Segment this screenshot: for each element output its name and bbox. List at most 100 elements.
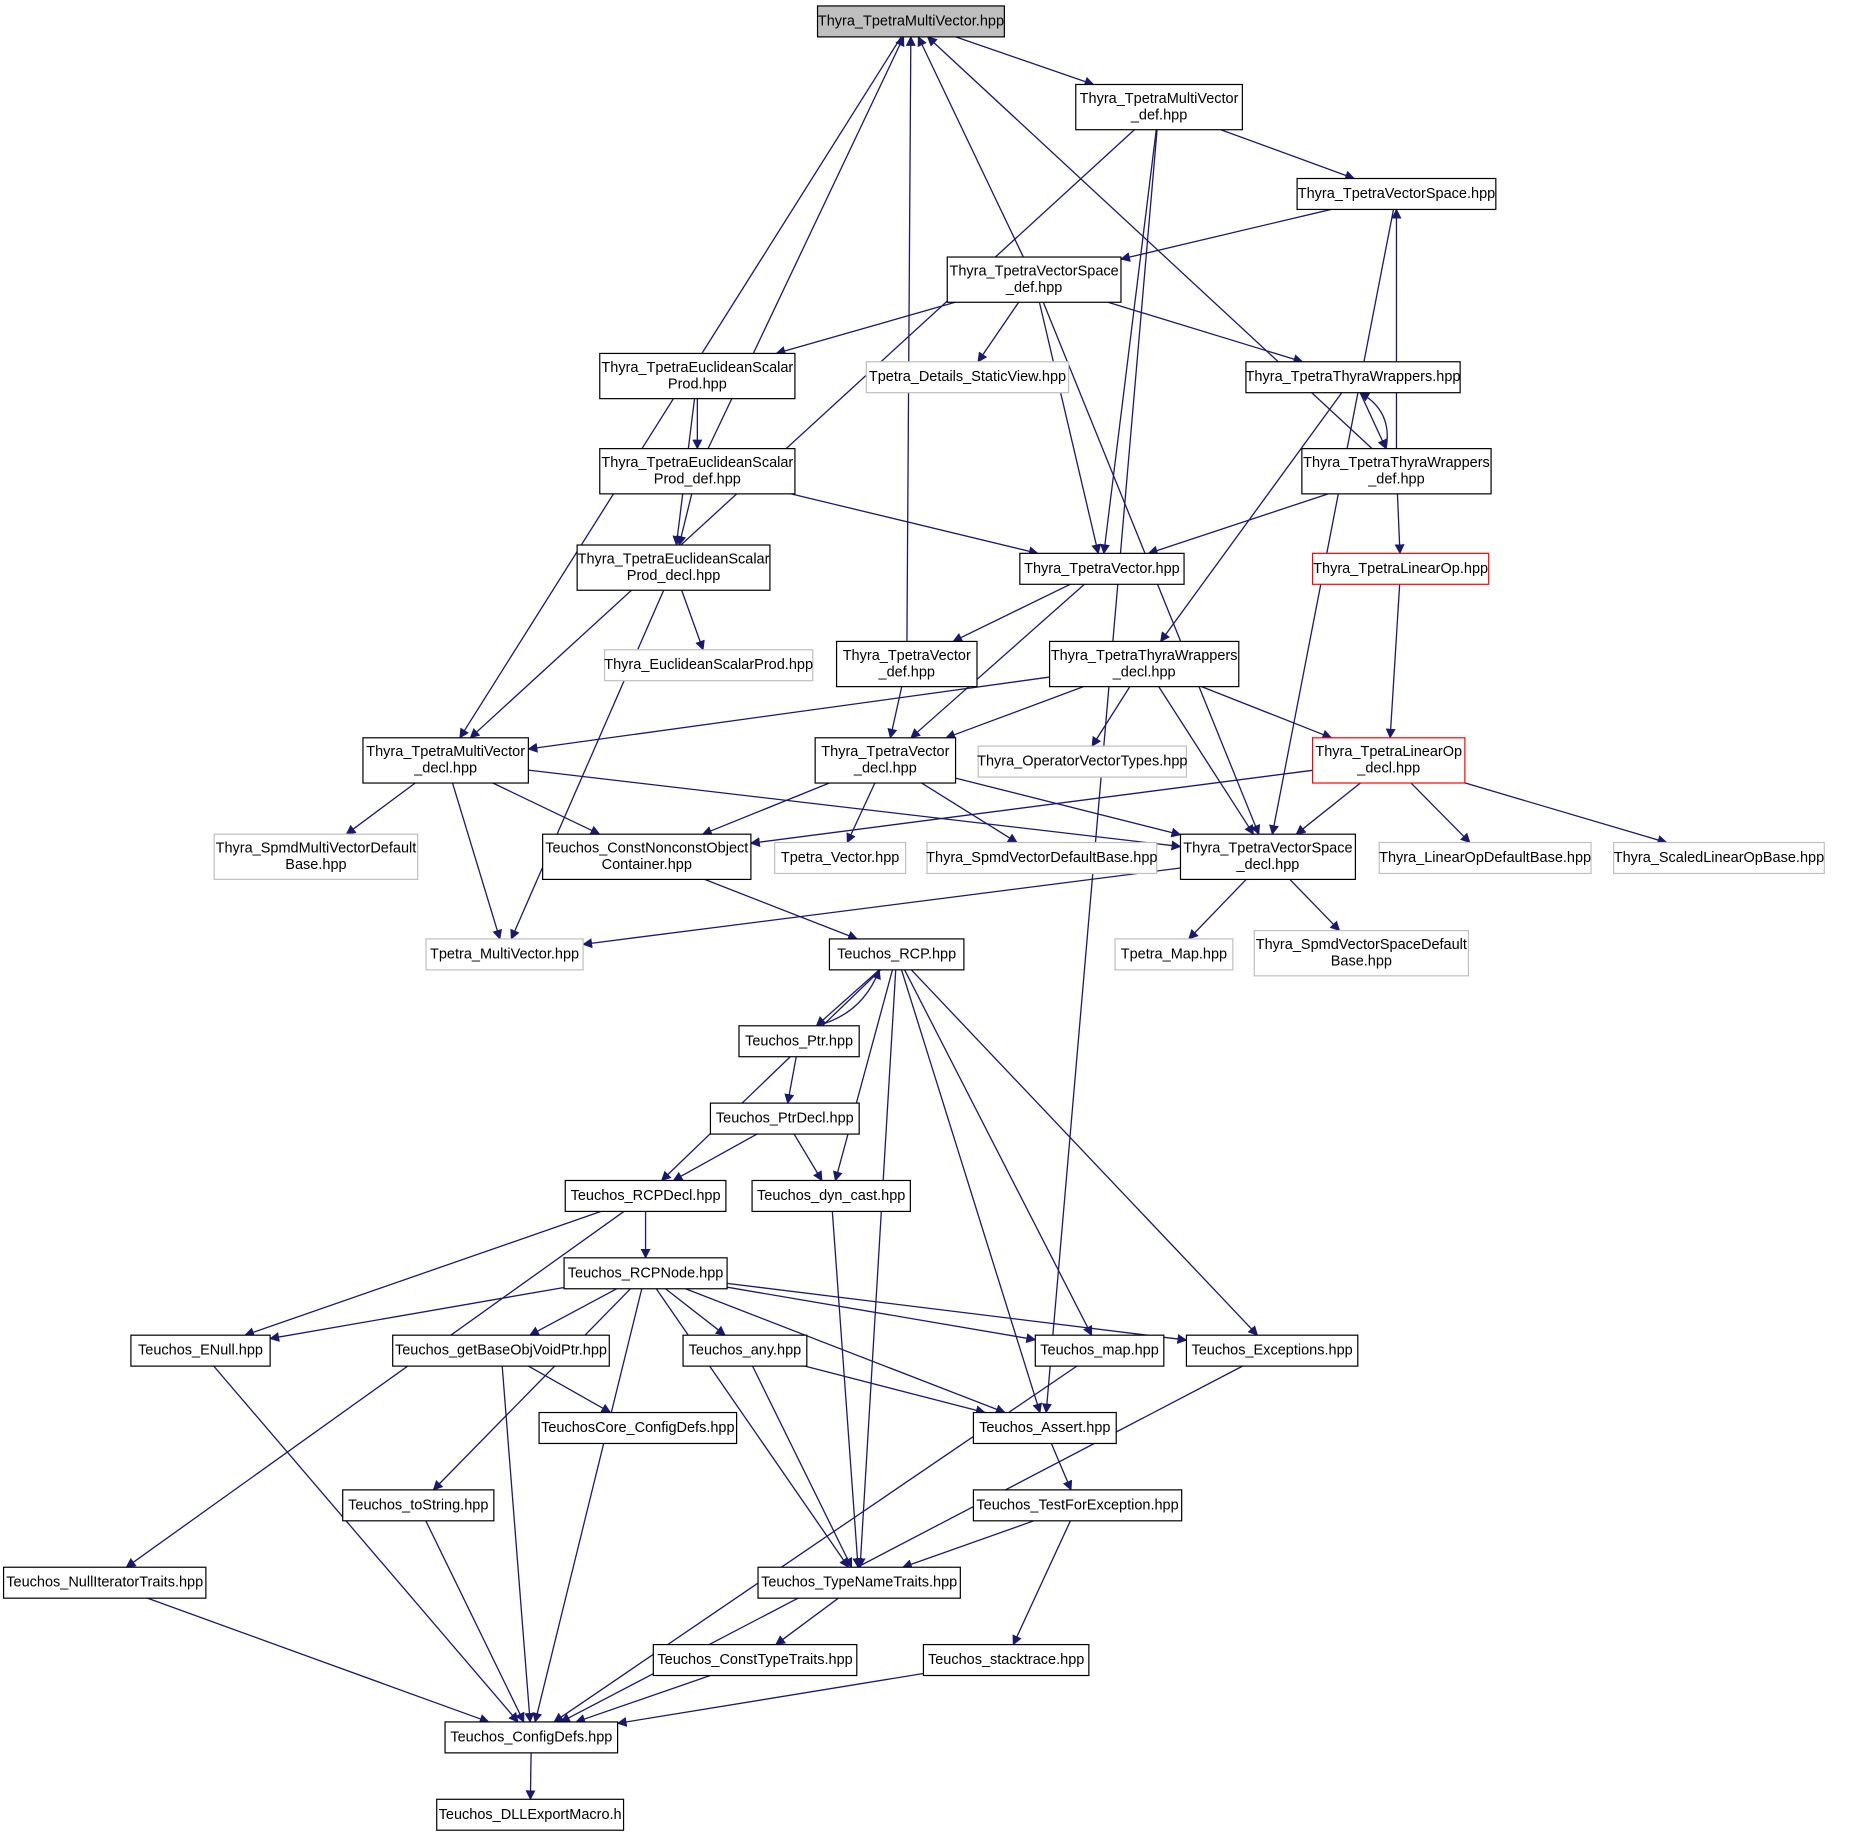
edge-ptrdecl-to-dyncast	[793, 1133, 823, 1182]
node-tccd[interactable]: TeuchosCore_ConfigDefs.hpp	[538, 1411, 738, 1445]
edge-rcpnode-to-cd	[532, 1288, 643, 1723]
node-tv-decl[interactable]: Thyra_TpetraVector_decl.hpp	[814, 737, 957, 784]
node-box	[130, 1334, 271, 1367]
node-label: _def.hpp	[1367, 471, 1424, 487]
node-tlo-decl[interactable]: Thyra_TpetraLinearOp_decl.hpp	[1311, 737, 1466, 784]
node-box	[751, 1179, 911, 1213]
edge-ptr-to-ptrdecl	[784, 1056, 797, 1105]
node-st[interactable]: Teuchos_stacktrace.hpp	[922, 1643, 1090, 1677]
edge-rcpnode-to-gbovp	[529, 1288, 617, 1336]
node-label: Teuchos_toString.hpp	[348, 1497, 488, 1513]
edge-gbovp-to-tccd	[528, 1365, 612, 1414]
node-box	[1185, 1334, 1359, 1367]
node-assert[interactable]: Teuchos_Assert.hpp	[972, 1411, 1117, 1445]
edge-any-to-assert	[804, 1365, 986, 1416]
node-dyncast[interactable]: Teuchos_dyn_cast.hpp	[751, 1179, 911, 1213]
edge-tmv_def-to-tv	[1099, 129, 1157, 555]
node-box	[542, 833, 752, 881]
node-tpv[interactable]: Tpetra_Vector.hpp	[774, 841, 907, 875]
node-label: _def.hpp	[878, 664, 935, 680]
node-tpmv[interactable]: Tpetra_MultiVector.hpp	[425, 938, 584, 971]
edge-tmv_def-to-tvs	[1220, 129, 1356, 181]
node-tostring[interactable]: Teuchos_toString.hpp	[342, 1489, 495, 1522]
node-tvs-decl[interactable]: Thyra_TpetraVectorSpace_decl.hpp	[1179, 833, 1357, 881]
node-dll[interactable]: Teuchos_DLLExportMacro.h	[436, 1798, 625, 1831]
node-label: Thyra_TpetraVectorSpace.hpp	[1298, 186, 1495, 202]
edge-tlo_decl-to-slob	[1464, 782, 1668, 845]
node-ttw[interactable]: Thyra_TpetraThyraWrappers.hpp	[1245, 361, 1461, 394]
node-label: Thyra_EuclideanScalarProd.hpp	[604, 657, 813, 673]
node-rcpdecl[interactable]: Teuchos_RCPDecl.hpp	[564, 1179, 727, 1213]
node-tvs-def[interactable]: Thyra_TpetraVectorSpace_def.hpp	[946, 256, 1122, 303]
edge-rcpnode-to-assert	[685, 1288, 1006, 1414]
node-slob[interactable]: Thyra_ScaledLinearOpBase.hpp	[1613, 841, 1825, 875]
edge-tv_decl-to-svdb	[921, 782, 1018, 844]
node-ttw-def[interactable]: Thyra_TpetraThyraWrappers_def.hpp	[1301, 448, 1492, 495]
node-ovt[interactable]: Thyra_OperatorVectorTypes.hpp	[977, 745, 1187, 778]
node-box	[1179, 833, 1357, 881]
node-rcpnode[interactable]: Teuchos_RCPNode.hpp	[563, 1257, 728, 1290]
edge-tvs_decl-to-svsdb	[1289, 878, 1341, 932]
node-box	[757, 1566, 961, 1599]
node-box	[1048, 640, 1240, 688]
node-lodb[interactable]: Thyra_LinearOpDefaultBase.hpp	[1378, 841, 1592, 875]
node-esp[interactable]: Thyra_EuclideanScalarProd.hpp	[603, 649, 814, 682]
edge-rcpnode-to-map	[726, 1286, 1037, 1344]
node-ctt[interactable]: Teuchos_ConstTypeTraits.hpp	[652, 1643, 858, 1677]
node-rcp[interactable]: Teuchos_RCP.hpp	[828, 938, 965, 971]
edge-tvs_def-to-ttw	[1107, 301, 1304, 364]
edge-gbovp-to-cd	[501, 1366, 535, 1723]
node-box	[538, 1411, 738, 1445]
node-gbovp[interactable]: Teuchos_getBaseObjVoidPtr.hpp	[392, 1334, 610, 1367]
node-ptrdecl[interactable]: Teuchos_PtrDecl.hpp	[709, 1102, 860, 1135]
edge-ttw-to-ttw_decl	[1160, 392, 1343, 643]
node-enull[interactable]: Teuchos_ENull.hpp	[130, 1334, 271, 1367]
node-box	[392, 1334, 610, 1367]
node-ptr[interactable]: Teuchos_Ptr.hpp	[738, 1025, 860, 1058]
node-cd[interactable]: Teuchos_ConfigDefs.hpp	[444, 1721, 619, 1754]
node-label: Prod_def.hpp	[654, 471, 741, 487]
node-label: _decl.hpp	[853, 761, 917, 777]
edge-ttw-to-ttw_def	[1359, 392, 1387, 450]
node-tmv-def[interactable]: Thyra_TpetraMultiVector_def.hpp	[1075, 83, 1243, 131]
node-label: Teuchos_getBaseObjVoidPtr.hpp	[395, 1343, 607, 1359]
node-box	[1311, 737, 1466, 784]
node-tdsv[interactable]: Tpetra_Details_StaticView.hpp	[865, 361, 1070, 394]
edge-rcpnode-to-tostring	[432, 1288, 631, 1491]
node-any[interactable]: Teuchos_any.hpp	[682, 1334, 808, 1367]
edge-ttw_decl-to-tvs_decl	[1158, 686, 1254, 836]
node-tmv[interactable]: Thyra_TpetraMultiVector.hpp	[816, 5, 1005, 38]
node-tv-def[interactable]: Thyra_TpetraVector_def.hpp	[835, 640, 978, 688]
node-box	[603, 649, 814, 682]
node-tvs[interactable]: Thyra_TpetraVectorSpace.hpp	[1296, 177, 1497, 211]
node-tmv-decl[interactable]: Thyra_TpetraMultiVector_decl.hpp	[362, 737, 529, 784]
node-box	[814, 737, 957, 784]
node-label: _def.hpp	[1005, 280, 1062, 296]
node-map[interactable]: Teuchos_map.hpp	[1034, 1334, 1165, 1367]
node-tv[interactable]: Thyra_TpetraVector.hpp	[1019, 552, 1185, 585]
node-tmap[interactable]: Tpetra_Map.hpp	[1114, 938, 1234, 971]
node-tnt[interactable]: Teuchos_TypeNameTraits.hpp	[757, 1566, 961, 1599]
node-exc[interactable]: Teuchos_Exceptions.hpp	[1185, 1334, 1359, 1367]
edge-enull-to-cd	[213, 1365, 519, 1723]
node-box	[1034, 1334, 1165, 1367]
edge-ctt-to-cd	[575, 1674, 711, 1724]
node-tlo[interactable]: Thyra_TpetraLinearOp.hpp	[1311, 552, 1490, 585]
edge-ttw_decl-to-tmv_decl	[527, 676, 1050, 753]
node-nit[interactable]: Teuchos_NullIteratorTraits.hpp	[2, 1566, 207, 1599]
node-ttw-decl[interactable]: Thyra_TpetraThyraWrappers_decl.hpp	[1048, 640, 1240, 688]
node-label: Teuchos_PtrDecl.hpp	[716, 1111, 854, 1127]
node-box	[835, 640, 978, 688]
node-label: Base.hpp	[285, 857, 346, 873]
node-svdb[interactable]: Thyra_SpmdVectorDefaultBase.hpp	[926, 841, 1158, 875]
node-label: Thyra_OperatorVectorTypes.hpp	[977, 754, 1187, 770]
node-label: Thyra_TpetraVector	[821, 744, 949, 760]
node-tfe[interactable]: Teuchos_TestForException.hpp	[972, 1489, 1183, 1522]
